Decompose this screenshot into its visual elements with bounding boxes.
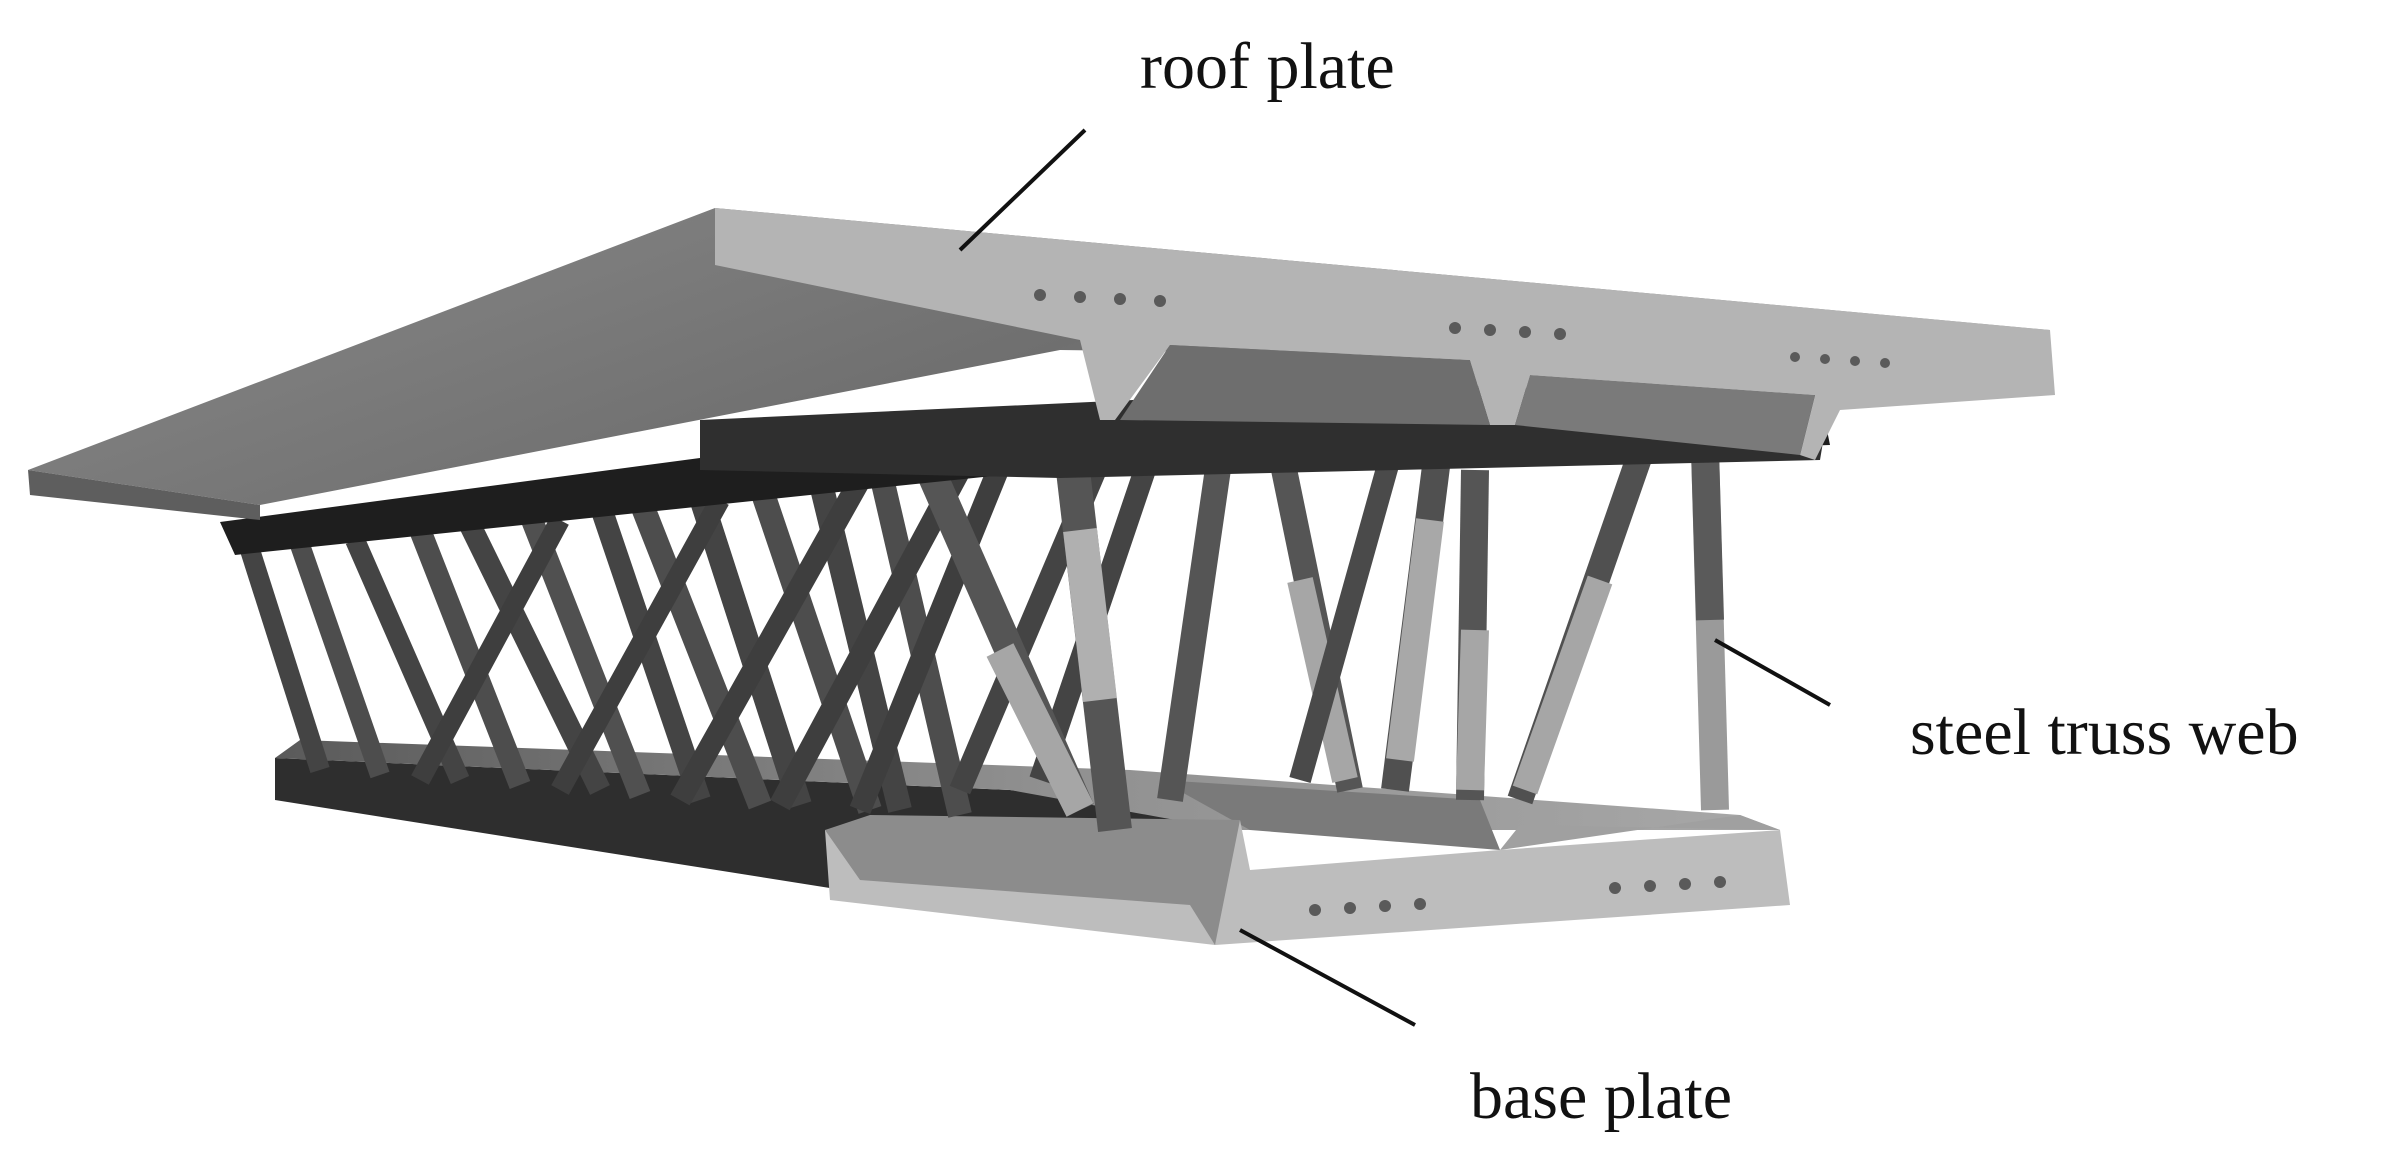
roof-plate-haunch [1515,375,1815,455]
roof-plate [28,208,2055,555]
truss-member [628,495,772,810]
roof-plate-bolts [1034,289,1890,368]
truss-member [849,460,1011,815]
truss-member [1386,518,1444,762]
bolt [1714,876,1726,888]
bolt [1790,352,1800,362]
truss-member [986,643,1094,817]
steel-truss-web-leader-line [1714,638,1831,707]
roof-plate-left-edge [28,470,260,520]
bolt [1484,324,1496,336]
roof-plate-label: roof plate [1140,30,1395,103]
bolt [1554,328,1566,340]
truss-member [1063,528,1117,702]
bolt [1154,295,1166,307]
bolt [1820,354,1830,364]
truss-member [409,525,531,790]
base-plate-chamfer [825,815,1240,945]
truss-member [411,515,569,785]
roof-plate-leader-line [958,128,1087,252]
bolt [1034,289,1046,301]
base-plate-chamfer-right [1500,815,1780,850]
truss-member [589,501,711,804]
truss-member [1157,453,1233,802]
bolt [1114,293,1126,305]
base-plate [275,740,1790,945]
truss-member [551,495,729,795]
roof-plate-top [28,208,2050,505]
bolt [1880,358,1890,368]
truss-member [670,474,870,806]
truss-member [290,541,390,779]
bolt [1074,291,1086,303]
roof-plate-front [715,208,2055,460]
base-plate-label: base plate [1470,1060,1732,1133]
base-plate-bolts [1309,876,1726,916]
truss-member [1691,449,1724,621]
base-plate-trough [1160,780,1500,850]
truss-member [688,491,812,809]
bolt [1519,326,1531,338]
truss-member [748,481,882,814]
bolt [1344,902,1356,914]
bolt [1449,322,1461,334]
bolt [1850,356,1860,366]
truss-member [770,464,970,811]
truss-member [1456,629,1489,791]
truss-member [1512,575,1613,795]
bolt [1644,880,1656,892]
truss-member [1289,437,1406,783]
roof-plate-haunch [1120,345,1490,425]
base-plate-leader-line [1239,928,1416,1027]
bolt [1609,882,1621,894]
bolt [1414,898,1426,910]
truss-member [240,546,330,774]
steel-truss-web-label: steel truss web [1910,696,2299,769]
steel-truss-web [240,433,1729,832]
bolt [1379,900,1391,912]
bolt [1679,878,1691,890]
bolt [1309,904,1321,916]
